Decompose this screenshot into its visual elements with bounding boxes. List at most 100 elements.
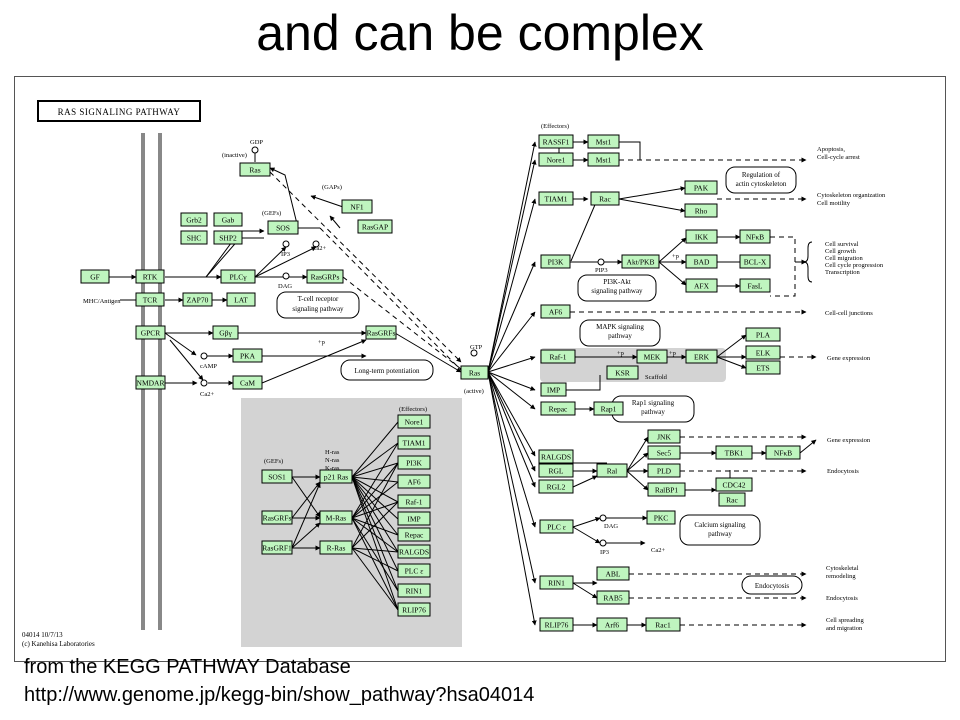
gene-node[interactable]: GPCR	[135, 325, 166, 340]
gene-node[interactable]: GF	[80, 269, 110, 284]
pathway-map-box[interactable]	[579, 319, 661, 347]
gene-node[interactable]: RasGRFs	[261, 510, 293, 525]
gene-node[interactable]: Rho	[684, 203, 718, 218]
gene-node[interactable]: Repac	[540, 401, 576, 416]
gene-node[interactable]: TIAM1	[397, 435, 431, 450]
gene-node[interactable]: RALGDS	[397, 544, 431, 559]
gene-node[interactable]: Raf-1	[540, 349, 576, 364]
gene-node[interactable]: FasL	[739, 278, 771, 293]
gene-node[interactable]: KSR	[606, 365, 639, 380]
gene-node[interactable]: Rap1	[593, 401, 624, 416]
gene-node[interactable]: RasGAP	[357, 219, 393, 234]
gene-node[interactable]: IMP	[397, 511, 431, 526]
gene-node[interactable]: JNK	[647, 429, 681, 444]
gene-node[interactable]: p21 Ras	[319, 469, 353, 484]
gene-label: GF	[90, 273, 100, 282]
gene-node[interactable]: Mst1	[587, 134, 620, 149]
gene-node[interactable]: TIAM1	[538, 191, 574, 206]
gene-node[interactable]: ERK	[685, 349, 718, 364]
gene-node[interactable]: Gab	[213, 212, 243, 227]
gene-node[interactable]: PKC	[646, 510, 676, 525]
gene-node[interactable]: RalBP1	[647, 482, 686, 497]
gene-node[interactable]: RTK	[135, 269, 165, 284]
gene-node[interactable]: Nore1	[538, 152, 574, 167]
gene-node[interactable]: PI3K	[397, 455, 431, 470]
gene-node[interactable]: RAB5	[596, 590, 630, 605]
gene-node[interactable]: RGL	[538, 463, 574, 478]
footer-url[interactable]: http://www.genome.jp/kegg-bin/show_pathw…	[24, 684, 535, 706]
pathway-map-box[interactable]	[725, 166, 797, 194]
gene-node[interactable]: PI3K	[540, 254, 571, 269]
gene-node[interactable]: AF6	[397, 474, 431, 489]
diagram-label: +p	[672, 253, 679, 260]
gene-node[interactable]: Rac1	[645, 617, 681, 632]
gene-node[interactable]: PAK	[684, 180, 718, 195]
gene-node[interactable]: Ras	[239, 162, 271, 177]
gene-node[interactable]: ZAP70	[182, 292, 213, 307]
gene-node[interactable]: Repac	[397, 527, 431, 542]
gene-node[interactable]: CDC42	[715, 477, 753, 492]
gene-node[interactable]: RASSF1	[538, 134, 574, 149]
gene-node[interactable]: PLC ε	[539, 519, 574, 534]
pathway-map-box[interactable]	[276, 291, 360, 319]
gene-node[interactable]: RALGDS	[538, 449, 574, 464]
gene-node[interactable]: BAD	[685, 254, 718, 269]
gene-node[interactable]: SOS1	[261, 469, 293, 484]
gene-node[interactable]: SHC	[180, 230, 208, 245]
gene-node[interactable]: NFκB	[739, 229, 771, 244]
gene-node[interactable]: RLIP76	[539, 617, 574, 632]
gene-node[interactable]: Raf-1	[397, 494, 431, 509]
gene-node[interactable]: Ral	[596, 463, 628, 478]
pathway-map-box[interactable]	[679, 514, 761, 546]
gene-node[interactable]: RIN1	[397, 583, 431, 598]
gene-node[interactable]: Nore1	[397, 414, 431, 429]
gene-label: IMP	[547, 386, 560, 395]
gene-node[interactable]: RasGRF1	[261, 540, 293, 555]
gene-node[interactable]: LAT	[226, 292, 256, 307]
gene-node[interactable]: PKA	[232, 348, 263, 363]
gene-node[interactable]: Akt/PKB	[621, 254, 660, 269]
gene-node[interactable]: RasGRFs	[365, 325, 397, 340]
gene-label: Rac1	[655, 621, 671, 630]
gene-node[interactable]: R-Ras	[319, 540, 353, 555]
gene-node[interactable]: Rac	[590, 191, 620, 206]
gene-node[interactable]: M-Ras	[319, 510, 353, 525]
gene-node[interactable]: RIN1	[539, 575, 574, 590]
gene-node[interactable]: Sec5	[647, 445, 681, 460]
gene-node[interactable]: MEK	[636, 349, 668, 364]
gene-node[interactable]: IKK	[685, 229, 718, 244]
gene-node[interactable]: Grb2	[180, 212, 208, 227]
gene-label: AFX	[694, 282, 710, 291]
gene-node[interactable]: NF1	[341, 199, 373, 214]
gene-node[interactable]: ETS	[745, 360, 781, 375]
pathway-map-box[interactable]	[741, 575, 803, 595]
gene-node[interactable]: SOS	[267, 220, 299, 235]
gene-node[interactable]: NMDAR	[135, 375, 166, 390]
gene-node[interactable]: TCR	[135, 292, 165, 307]
gene-node[interactable]: Mst1	[587, 152, 620, 167]
gene-node[interactable]: AFX	[685, 278, 718, 293]
gene-node[interactable]: Arf6	[596, 617, 628, 632]
gene-node[interactable]: PLA	[745, 327, 781, 342]
pathway-map-box[interactable]	[340, 359, 434, 381]
gene-node[interactable]: RGL2	[538, 479, 574, 494]
gene-node[interactable]: RLIP76	[397, 602, 431, 617]
diagram-label: (Effectors)	[399, 406, 427, 413]
gene-node[interactable]: NFκB	[765, 445, 801, 460]
gene-node[interactable]: PLC ε	[397, 563, 431, 578]
gene-node[interactable]: SHP2	[213, 230, 243, 245]
gene-node[interactable]: AF6	[540, 304, 571, 319]
gene-node[interactable]: PLD	[647, 463, 681, 478]
gene-node[interactable]: CaM	[232, 375, 263, 390]
gene-node[interactable]: Ras	[460, 365, 489, 380]
gene-node[interactable]: Rac	[718, 492, 746, 507]
gene-node[interactable]: TBK1	[715, 445, 753, 460]
gene-node[interactable]: IMP	[540, 382, 567, 397]
pathway-map-box[interactable]	[577, 274, 657, 302]
gene-node[interactable]: Gβγ	[212, 325, 239, 340]
gene-node[interactable]: BCL-X	[739, 254, 771, 269]
gene-node[interactable]: RasGRPs	[306, 269, 344, 284]
gene-node[interactable]: ELK	[745, 345, 781, 360]
gene-node[interactable]: ABL	[596, 566, 630, 581]
gene-node[interactable]: PLCγ	[220, 269, 256, 284]
